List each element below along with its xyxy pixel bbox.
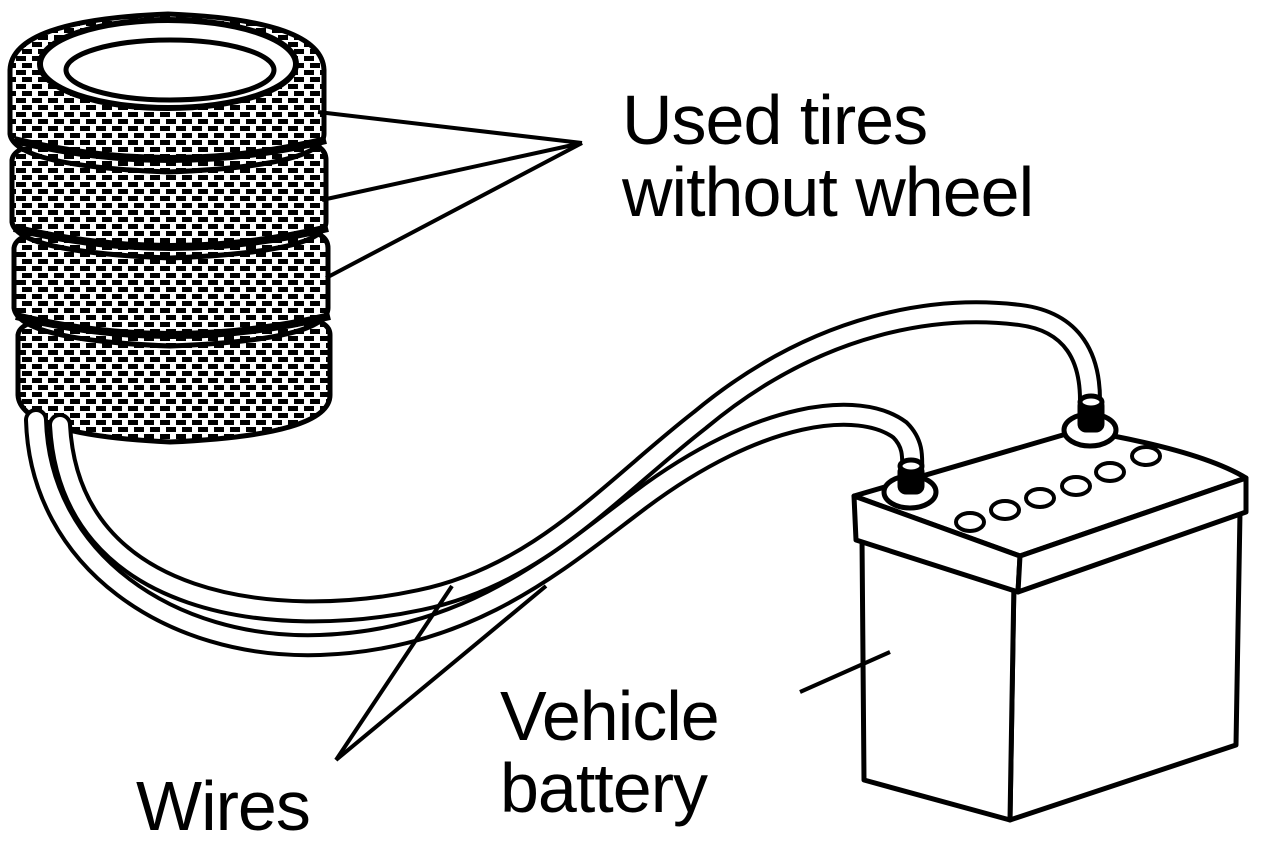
- wires: [24, 300, 1102, 658]
- battery-terminal-right: [1061, 393, 1119, 449]
- battery-label-line2: battery: [500, 749, 708, 827]
- tire-stack: [7, 11, 333, 445]
- tires-label-line2: without wheel: [622, 153, 1034, 231]
- battery-label-line1: Vehicle: [500, 677, 720, 755]
- battery: [851, 393, 1249, 823]
- leader-wire-2: [334, 584, 548, 762]
- leader-tire-1: [317, 110, 583, 145]
- leader-wire-1: [334, 584, 454, 762]
- leader-tire-3: [325, 141, 583, 280]
- leader-tire-2: [321, 141, 583, 202]
- leader-lines: [317, 110, 891, 762]
- wires-label: Wires: [136, 767, 311, 845]
- battery-label: Vehicle battery: [500, 677, 720, 827]
- battery-vent-caps: [954, 445, 1162, 533]
- tires-label: Used tires without wheel: [622, 81, 1034, 231]
- battery-terminal-left: [881, 457, 939, 511]
- tires-label-line1: Used tires: [622, 81, 928, 159]
- wires-label-text: Wires: [136, 767, 311, 845]
- leader-battery: [799, 650, 891, 694]
